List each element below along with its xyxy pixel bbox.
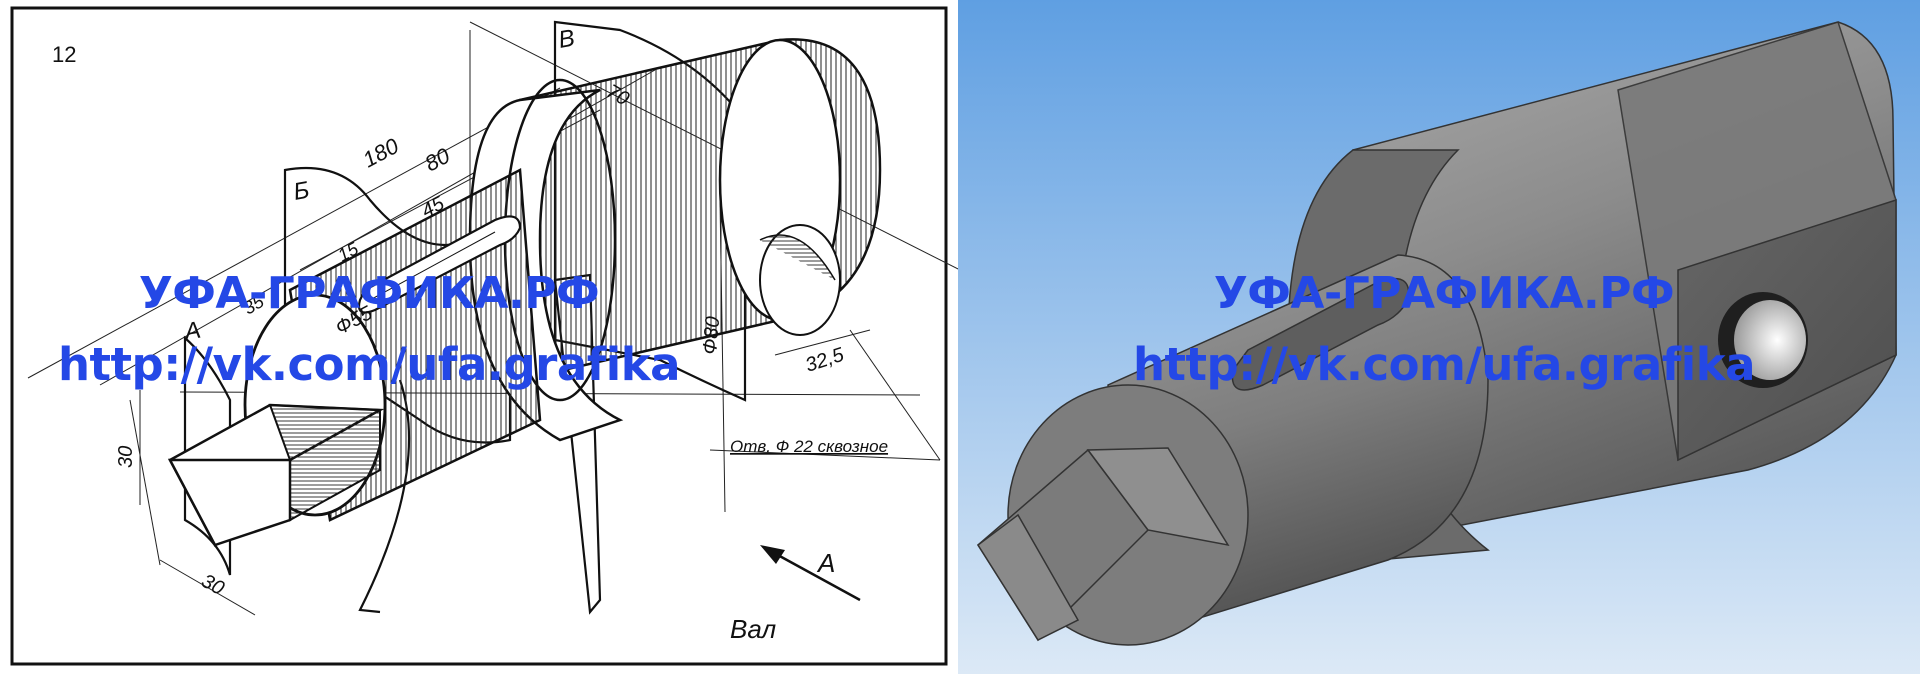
section-label-b: Б [291, 177, 311, 206]
render-3d-panel: УФА-ГРАФИКА.РФ http://vk.com/ufa.grafika [958, 0, 1920, 674]
dim-30-vertical: 30 [115, 446, 137, 468]
view-arrow [760, 545, 861, 602]
view-arrow-label: А [816, 548, 835, 578]
section-label-a: А [180, 317, 202, 347]
technical-drawing-panel: 12 180 80 45 15 70 35 Ф55 Ф80 32,5 30 30… [0, 0, 958, 674]
shaft-drawing: 12 180 80 45 15 70 35 Ф55 Ф80 32,5 30 30… [10, 6, 958, 666]
dim-dia80: Ф80 [699, 316, 724, 356]
sheet-number: 12 [52, 42, 76, 67]
large-cylinder [518, 38, 882, 382]
square-end [167, 403, 385, 548]
hole-note: Отв. Ф 22 сквозное [730, 437, 888, 456]
part-title: Вал [730, 614, 777, 644]
render-square-end [976, 447, 1230, 642]
shaft-3d-render [958, 0, 1920, 674]
render-large-cylinder [1352, 21, 1897, 546]
section-label-v: В [556, 25, 576, 54]
